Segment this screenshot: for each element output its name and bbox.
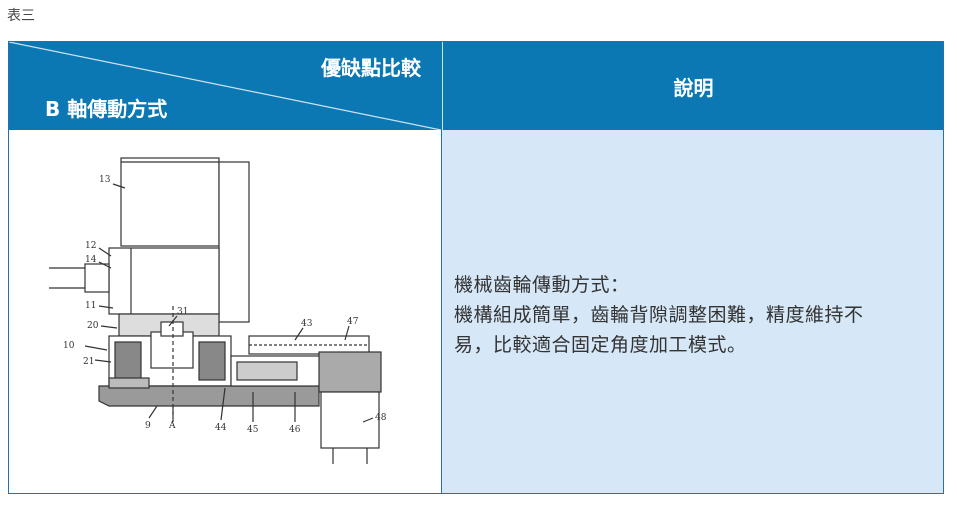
description-line-1: 機械齒輪傳動方式： <box>454 274 630 296</box>
diagonal-divider <box>9 42 441 130</box>
header-b-axis-label: B 軸傳動方式 <box>45 97 168 121</box>
description-cell: 機械齒輪傳動方式： 機構組成簡單，齒輪背隙調整困難，精度維持不 易，比較適合固定… <box>442 130 943 493</box>
label-31: 31 <box>177 307 188 317</box>
label-45: 45 <box>247 425 259 435</box>
label-44: 44 <box>215 423 227 433</box>
label-9: 9 <box>145 421 151 431</box>
table-caption: 表三 <box>7 8 35 24</box>
gear-drive-diagram: 13 12 14 11 20 10 21 31 43 47 48 9 A 44 … <box>49 157 387 464</box>
header-description-cell: 說明 <box>442 42 944 130</box>
header-pros-cons-label: 優缺點比較 <box>321 56 421 80</box>
header-description-label: 說明 <box>673 75 714 100</box>
label-20: 20 <box>87 321 99 331</box>
label-46: 46 <box>289 425 301 435</box>
label-43: 43 <box>301 319 313 329</box>
table-header: 優缺點比較 B 軸傳動方式 說明 <box>9 42 943 130</box>
label-14: 14 <box>85 255 97 265</box>
description-text: 機械齒輪傳動方式： 機構組成簡單，齒輪背隙調整困難，精度維持不 易，比較適合固定… <box>454 270 926 360</box>
label-21: 21 <box>83 357 94 367</box>
description-line-2: 機構組成簡單，齒輪背隙調整困難，精度維持不 <box>454 304 864 326</box>
label-12: 12 <box>85 241 96 251</box>
label-11: 11 <box>85 301 96 311</box>
description-line-3: 易，比較適合固定角度加工模式。 <box>454 334 747 356</box>
mechanism-figure-cell: 13 12 14 11 20 10 21 31 43 47 48 9 A 44 … <box>9 130 442 493</box>
label-10: 10 <box>63 341 75 351</box>
label-48: 48 <box>375 413 387 423</box>
label-a: A <box>168 421 176 431</box>
label-47: 47 <box>347 317 359 327</box>
header-diagonal-cell: 優缺點比較 B 軸傳動方式 <box>9 42 441 130</box>
label-13: 13 <box>99 175 111 185</box>
comparison-table: 優缺點比較 B 軸傳動方式 說明 <box>8 41 944 494</box>
